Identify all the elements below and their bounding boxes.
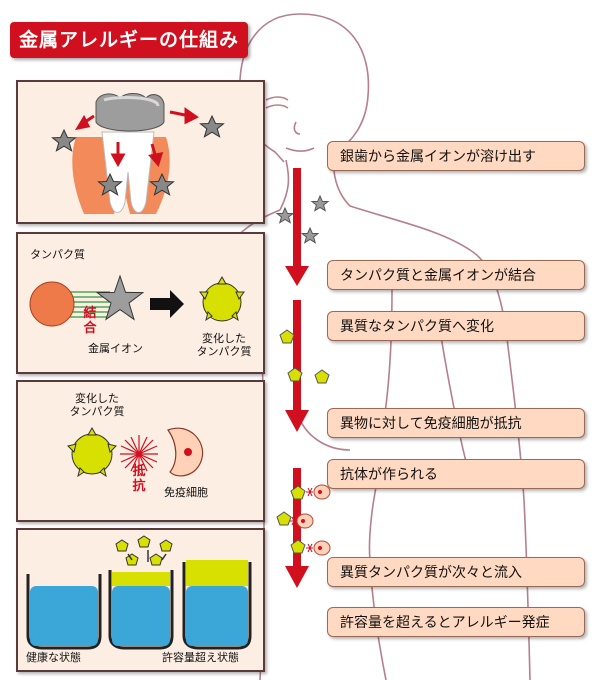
step-5: 抗体が作られる [327, 459, 585, 489]
binding-illustration [29, 274, 245, 327]
immune-cell-label: 免疫細胞 [164, 486, 208, 499]
immune-illustration [67, 426, 204, 478]
step-1: 銀歯から金属イオンが溶け出す [327, 141, 585, 171]
step-3: 異質なタンパク質へ変化 [327, 311, 585, 341]
over-capacity-label: 許容量超え状態 [162, 651, 239, 664]
panel-tooth [16, 80, 265, 224]
metal-ion-label: 金属イオン [88, 342, 143, 355]
panel-binding: タンパク質 結合 金属イオン 変化した タンパク質 [16, 232, 265, 374]
panel-capacity: 健康な状態 許容量超え状態 [16, 528, 265, 672]
resist-label: 抵抗 [132, 464, 146, 494]
panel-immune: 変化した タンパク質 抵抗 免疫細胞 [16, 380, 265, 522]
changed-protein-label-2: 変化した タンパク質 [69, 392, 125, 418]
step-6: 異質タンパク質が次々と流入 [327, 557, 585, 587]
protein-label: タンパク質 [30, 248, 85, 261]
page-title: 金属アレルギーの仕組み [10, 22, 248, 58]
bind-label: 結合 [83, 306, 97, 336]
step-7: 許容量を超えるとアレルギー発症 [327, 607, 585, 637]
changed-protein-label: 変化した タンパク質 [196, 332, 252, 358]
step-2: タンパク質と金属イオンが結合 [327, 260, 585, 290]
capacity-illustration [26, 535, 252, 650]
step-4: 異物に対して免疫細胞が抵抗 [327, 408, 585, 438]
healthy-label: 健康な状態 [26, 651, 81, 664]
tooth-illustration [51, 93, 225, 214]
